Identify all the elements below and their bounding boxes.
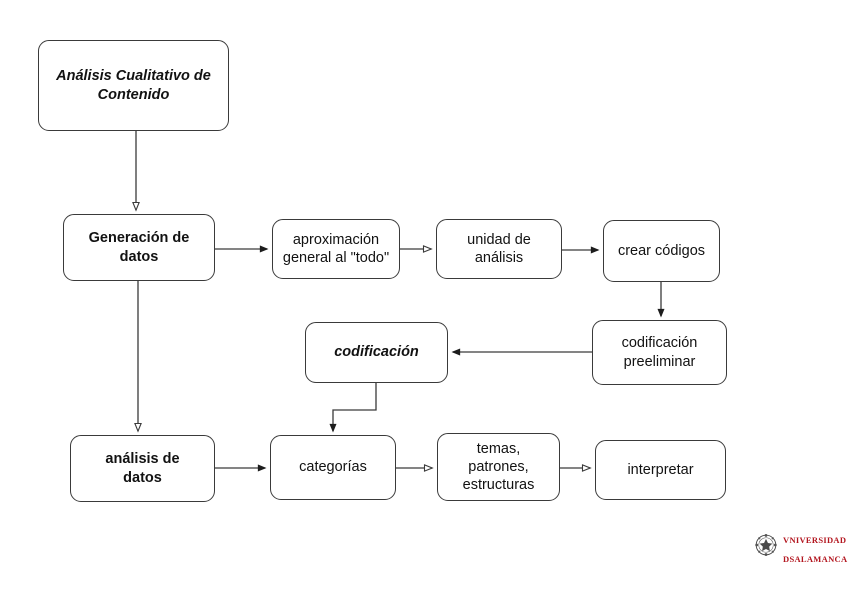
salamanca-seal-icon bbox=[752, 531, 780, 559]
node-label-generacion: Generación de datos bbox=[88, 230, 190, 265]
node-preliminar[interactable]: codificación preeliminar bbox=[592, 320, 727, 385]
node-label-aproximacion: aproximación general al "todo" bbox=[282, 231, 390, 266]
node-temas[interactable]: temas, patrones, estructuras bbox=[437, 433, 560, 501]
edge-codificacion-to-categorias bbox=[329, 383, 377, 433]
node-crear[interactable]: crear códigos bbox=[603, 220, 720, 282]
node-label-titulo: Análisis Cualitativo de Contenido bbox=[56, 68, 211, 103]
node-label-analisis: análisis de datos bbox=[105, 451, 180, 486]
salamanca-wordmark: VNIVERSIDAD DSALAMANCA bbox=[783, 526, 847, 564]
node-label-categorias: categorías bbox=[299, 459, 367, 476]
node-aproximacion[interactable]: aproximación general al "todo" bbox=[272, 219, 400, 279]
node-label-preliminar: codificación preeliminar bbox=[621, 335, 698, 370]
node-label-crear: crear códigos bbox=[617, 242, 706, 259]
node-label-codificacion: codificación bbox=[334, 344, 419, 361]
node-label-unidad: unidad de análisis bbox=[467, 231, 531, 266]
node-generacion[interactable]: Generación de datos bbox=[63, 214, 215, 281]
node-label-temas: temas, patrones, estructuras bbox=[462, 440, 535, 494]
node-categorias[interactable]: categorías bbox=[270, 435, 396, 500]
wordmark-line-1: VNIVERSIDAD bbox=[783, 534, 847, 545]
node-titulo[interactable]: Análisis Cualitativo de Contenido bbox=[38, 40, 229, 131]
node-interpretar[interactable]: interpretar bbox=[595, 440, 726, 500]
node-unidad[interactable]: unidad de análisis bbox=[436, 219, 562, 279]
universidad-de-salamanca-logo: VNIVERSIDAD DSALAMANCA bbox=[752, 526, 847, 564]
wordmark-line-2: DSALAMANCA bbox=[783, 553, 848, 564]
node-analisis[interactable]: análisis de datos bbox=[70, 435, 215, 502]
node-label-interpretar: interpretar bbox=[627, 461, 694, 478]
node-codificacion[interactable]: codificación bbox=[305, 322, 448, 383]
